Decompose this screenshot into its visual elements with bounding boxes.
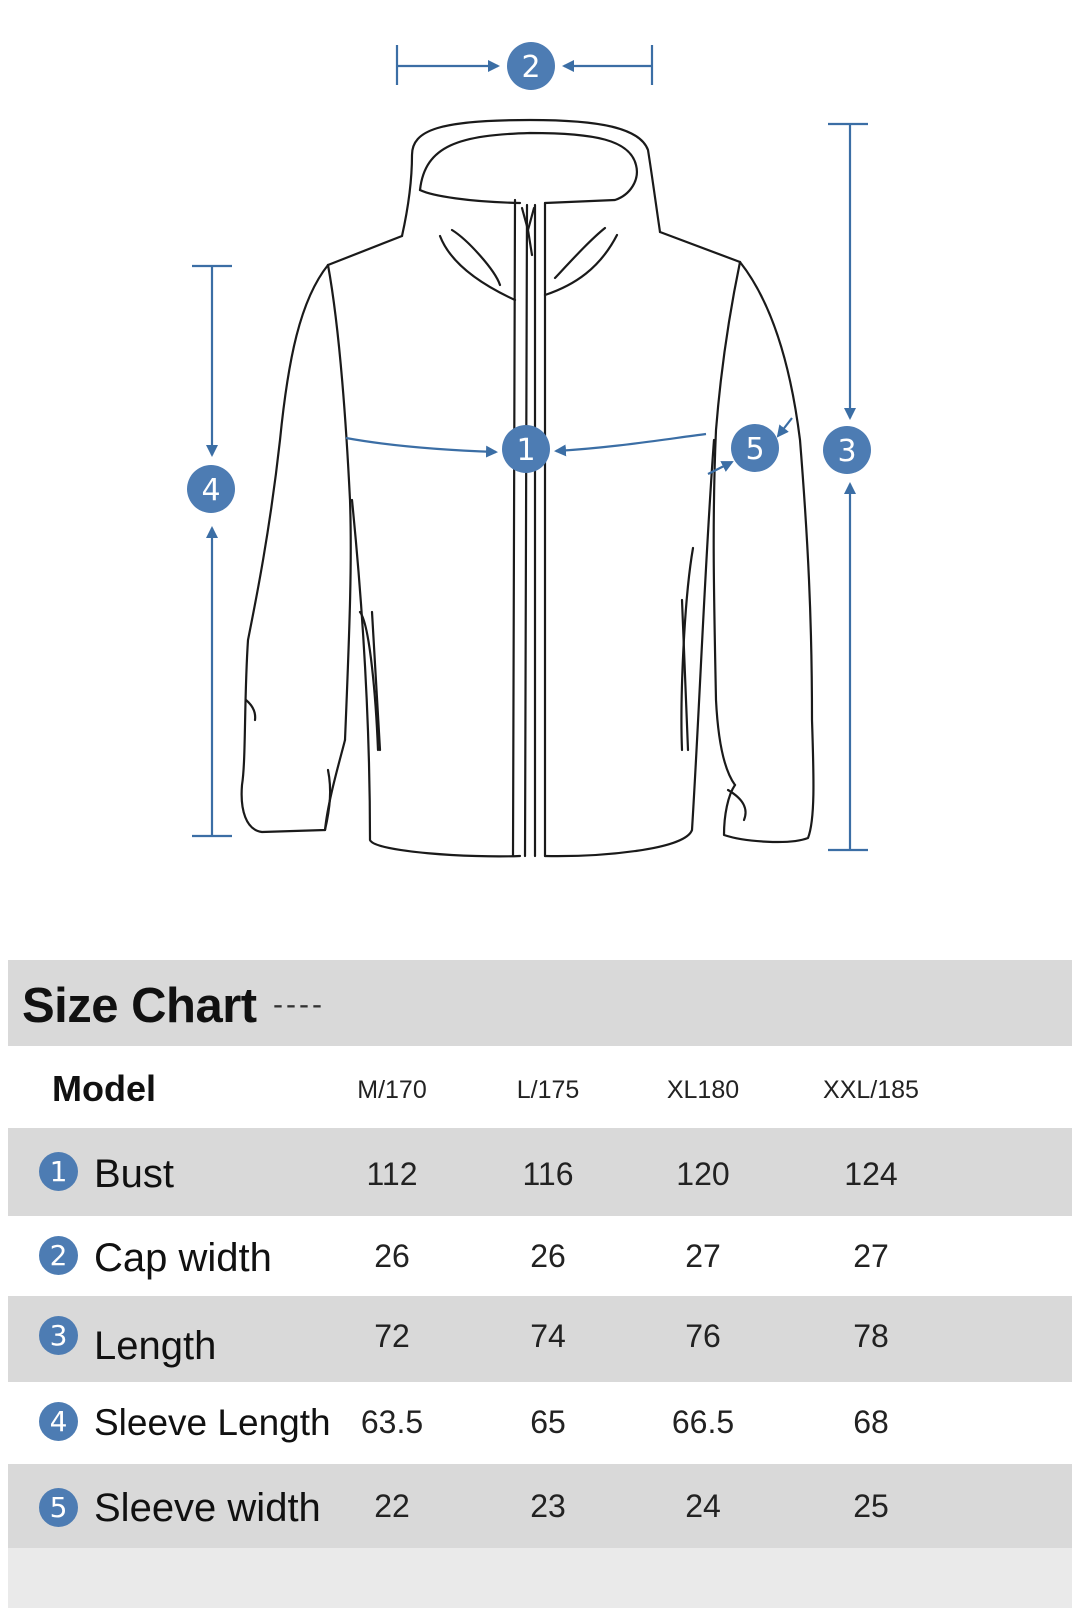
- size-column-header: M/170: [357, 1076, 427, 1104]
- size-chart-table: Size Chart ---- Model M/170 L/175 XL180 …: [8, 960, 1072, 1608]
- table-cell: 25: [853, 1488, 889, 1524]
- table-cell: 24: [685, 1488, 721, 1524]
- table-row-cap-width: 2 Cap width 26 26 27 27: [8, 1216, 1072, 1296]
- table-cell: 26: [374, 1238, 410, 1274]
- table-cell: 65: [530, 1404, 566, 1440]
- diagram-badge-5: 5: [731, 424, 779, 472]
- table-cell: 116: [522, 1156, 574, 1192]
- size-column-header: XL180: [666, 1076, 740, 1104]
- model-label: Model: [52, 1068, 156, 1109]
- diagram-badge-4: 4: [187, 465, 235, 513]
- size-chart-header: Size Chart ----: [8, 960, 1072, 1046]
- jacket-outline: [240, 118, 815, 858]
- row-number-badge: 2: [39, 1236, 78, 1275]
- table-row-sleeve-width: 5 Sleeve width 22 23 24 25: [8, 1464, 1072, 1548]
- row-number-badge: 1: [39, 1152, 78, 1191]
- table-cell: 27: [853, 1238, 889, 1274]
- diagram-marker-2: 2: [521, 50, 540, 85]
- table-cell: 78: [853, 1318, 889, 1354]
- size-chart-title: Size Chart: [22, 979, 257, 1033]
- diagram-badge-1: 1: [502, 425, 550, 473]
- size-column-header: L/175: [516, 1076, 580, 1104]
- row-label: Bust: [94, 1152, 175, 1196]
- row-label: Sleeve width: [94, 1486, 321, 1530]
- table-cell: 120: [676, 1156, 730, 1192]
- table-cell: 22: [374, 1488, 410, 1524]
- table-cell: 66.5: [671, 1404, 735, 1440]
- measurement-lines: [192, 45, 868, 852]
- jacket-measurement-diagram: 1 2 3 4 5: [187, 42, 871, 858]
- diagram-marker-3: 3: [837, 434, 856, 469]
- table-cell: 68: [853, 1404, 889, 1440]
- diagram-badge-2: 2: [507, 42, 555, 90]
- row-label: Cap width: [94, 1236, 272, 1280]
- row-number-badge: 5: [39, 1488, 78, 1527]
- table-cell: 76: [685, 1318, 721, 1354]
- table-cell: 112: [366, 1156, 418, 1192]
- table-cell: 23: [530, 1488, 566, 1524]
- table-row-length: 3 Length 72 74 76 78: [8, 1296, 1072, 1382]
- diagram-marker-4: 4: [201, 473, 220, 508]
- table-cell: 72: [374, 1318, 410, 1354]
- table-cell: 124: [844, 1156, 898, 1192]
- size-chart-title-suffix: ----: [273, 988, 325, 1021]
- table-cell: 27: [685, 1238, 721, 1274]
- row-number-badge: 3: [39, 1316, 78, 1355]
- diagram-marker-1: 1: [516, 433, 535, 468]
- size-column-header: XXL/185: [823, 1076, 919, 1104]
- row-label: Sleeve Length: [94, 1402, 331, 1443]
- table-cell: 63.5: [360, 1404, 424, 1440]
- size-header-row: Model M/170 L/175 XL180 XXL/185: [8, 1046, 1072, 1128]
- row-label: Length: [94, 1324, 217, 1368]
- table-footer-band: [8, 1548, 1072, 1608]
- table-row-bust: 1 Bust 112 116 120 124: [8, 1128, 1072, 1216]
- diagram-badge-3: 3: [823, 426, 871, 474]
- table-cell: 26: [530, 1238, 566, 1274]
- row-number-badge: 4: [39, 1402, 78, 1441]
- diagram-marker-5: 5: [745, 432, 764, 467]
- table-cell: 74: [530, 1318, 566, 1354]
- table-row-sleeve-length: 4 Sleeve Length 63.5 65 66.5 68: [8, 1382, 1072, 1464]
